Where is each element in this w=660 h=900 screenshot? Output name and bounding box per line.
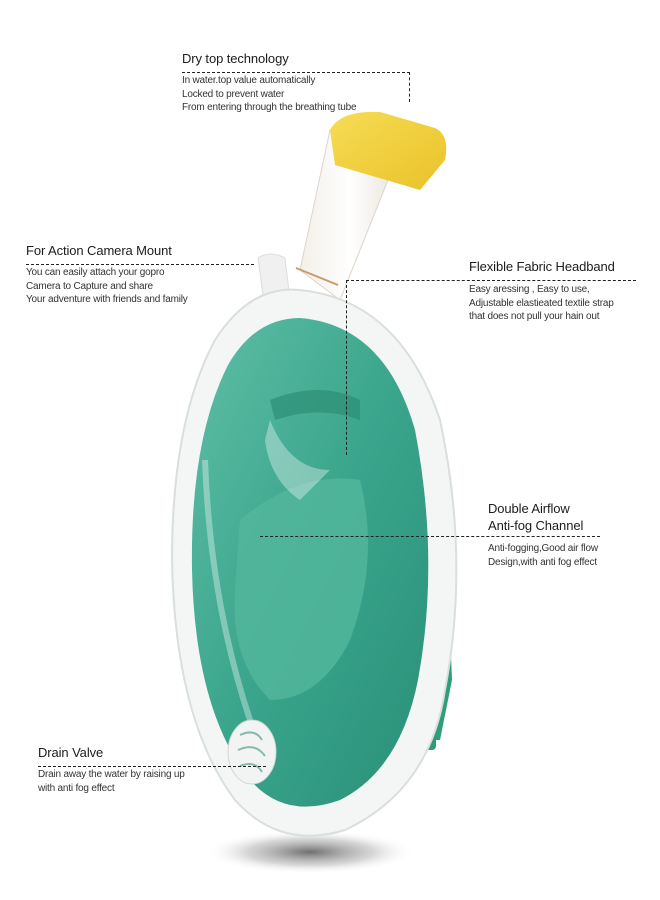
callout-drain-valve: Drain Valve Drain away the water by rais…: [38, 745, 185, 795]
callout-title: For Action Camera Mount: [26, 243, 172, 258]
callout-desc-line: From entering through the breathing tube: [182, 102, 357, 113]
callout-airflow: Double Airflow Anti-fog Channel Anti-fog…: [488, 501, 598, 569]
callout-desc-line: Anti-fogging,Good air flow: [488, 543, 598, 554]
callout-desc-line: Camera to Capture and share: [26, 280, 153, 292]
callout-camera-mount: For Action Camera Mount You can easily a…: [26, 243, 188, 307]
leader-line-headband: [346, 280, 636, 281]
leader-line-dry-top-drop: [409, 72, 410, 102]
inner-nose-piece: [234, 478, 368, 700]
drain-valve: [227, 719, 277, 785]
callout-desc-line: You can easily attach your gopro: [26, 267, 165, 278]
snorkel-yellow-cap: [330, 111, 447, 190]
callout-dry-top: Dry top technology In water.top value au…: [182, 51, 357, 115]
callout-desc-line: that does not pull your hain out: [469, 311, 600, 322]
callout-headband: Flexible Fabric Headband Easy aressing ,…: [469, 259, 615, 324]
floor-shadow: [205, 830, 415, 874]
callout-desc-line: Locked to prevent water: [182, 88, 285, 100]
callout-desc-line: Drain away the water by raising up: [38, 769, 185, 780]
leader-line-drain-valve: [38, 766, 266, 767]
callout-title-line1: Double Airflow: [488, 501, 570, 516]
callout-desc-line: Easy aressing , Easy to use,: [469, 284, 590, 295]
callout-title: Flexible Fabric Headband: [469, 259, 615, 274]
callout-desc-line: Adjustable elastieated textile strap: [469, 297, 614, 309]
callout-desc-line: Design,with anti fog effect: [488, 556, 597, 568]
leader-line-camera-mount: [26, 264, 254, 265]
callout-title: Dry top technology: [182, 51, 289, 66]
leader-line-airflow: [260, 536, 600, 537]
leader-line-headband-drop: [346, 280, 347, 455]
callout-desc-line: In water.top value automatically: [182, 75, 316, 86]
callout-desc-line: Your adventure with friends and family: [26, 294, 188, 305]
callout-title: Drain Valve: [38, 745, 104, 760]
callout-desc-line: with anti fog effect: [38, 782, 115, 794]
callout-title-line2: Anti-fog Channel: [488, 518, 584, 533]
leader-line-dry-top: [182, 72, 410, 73]
